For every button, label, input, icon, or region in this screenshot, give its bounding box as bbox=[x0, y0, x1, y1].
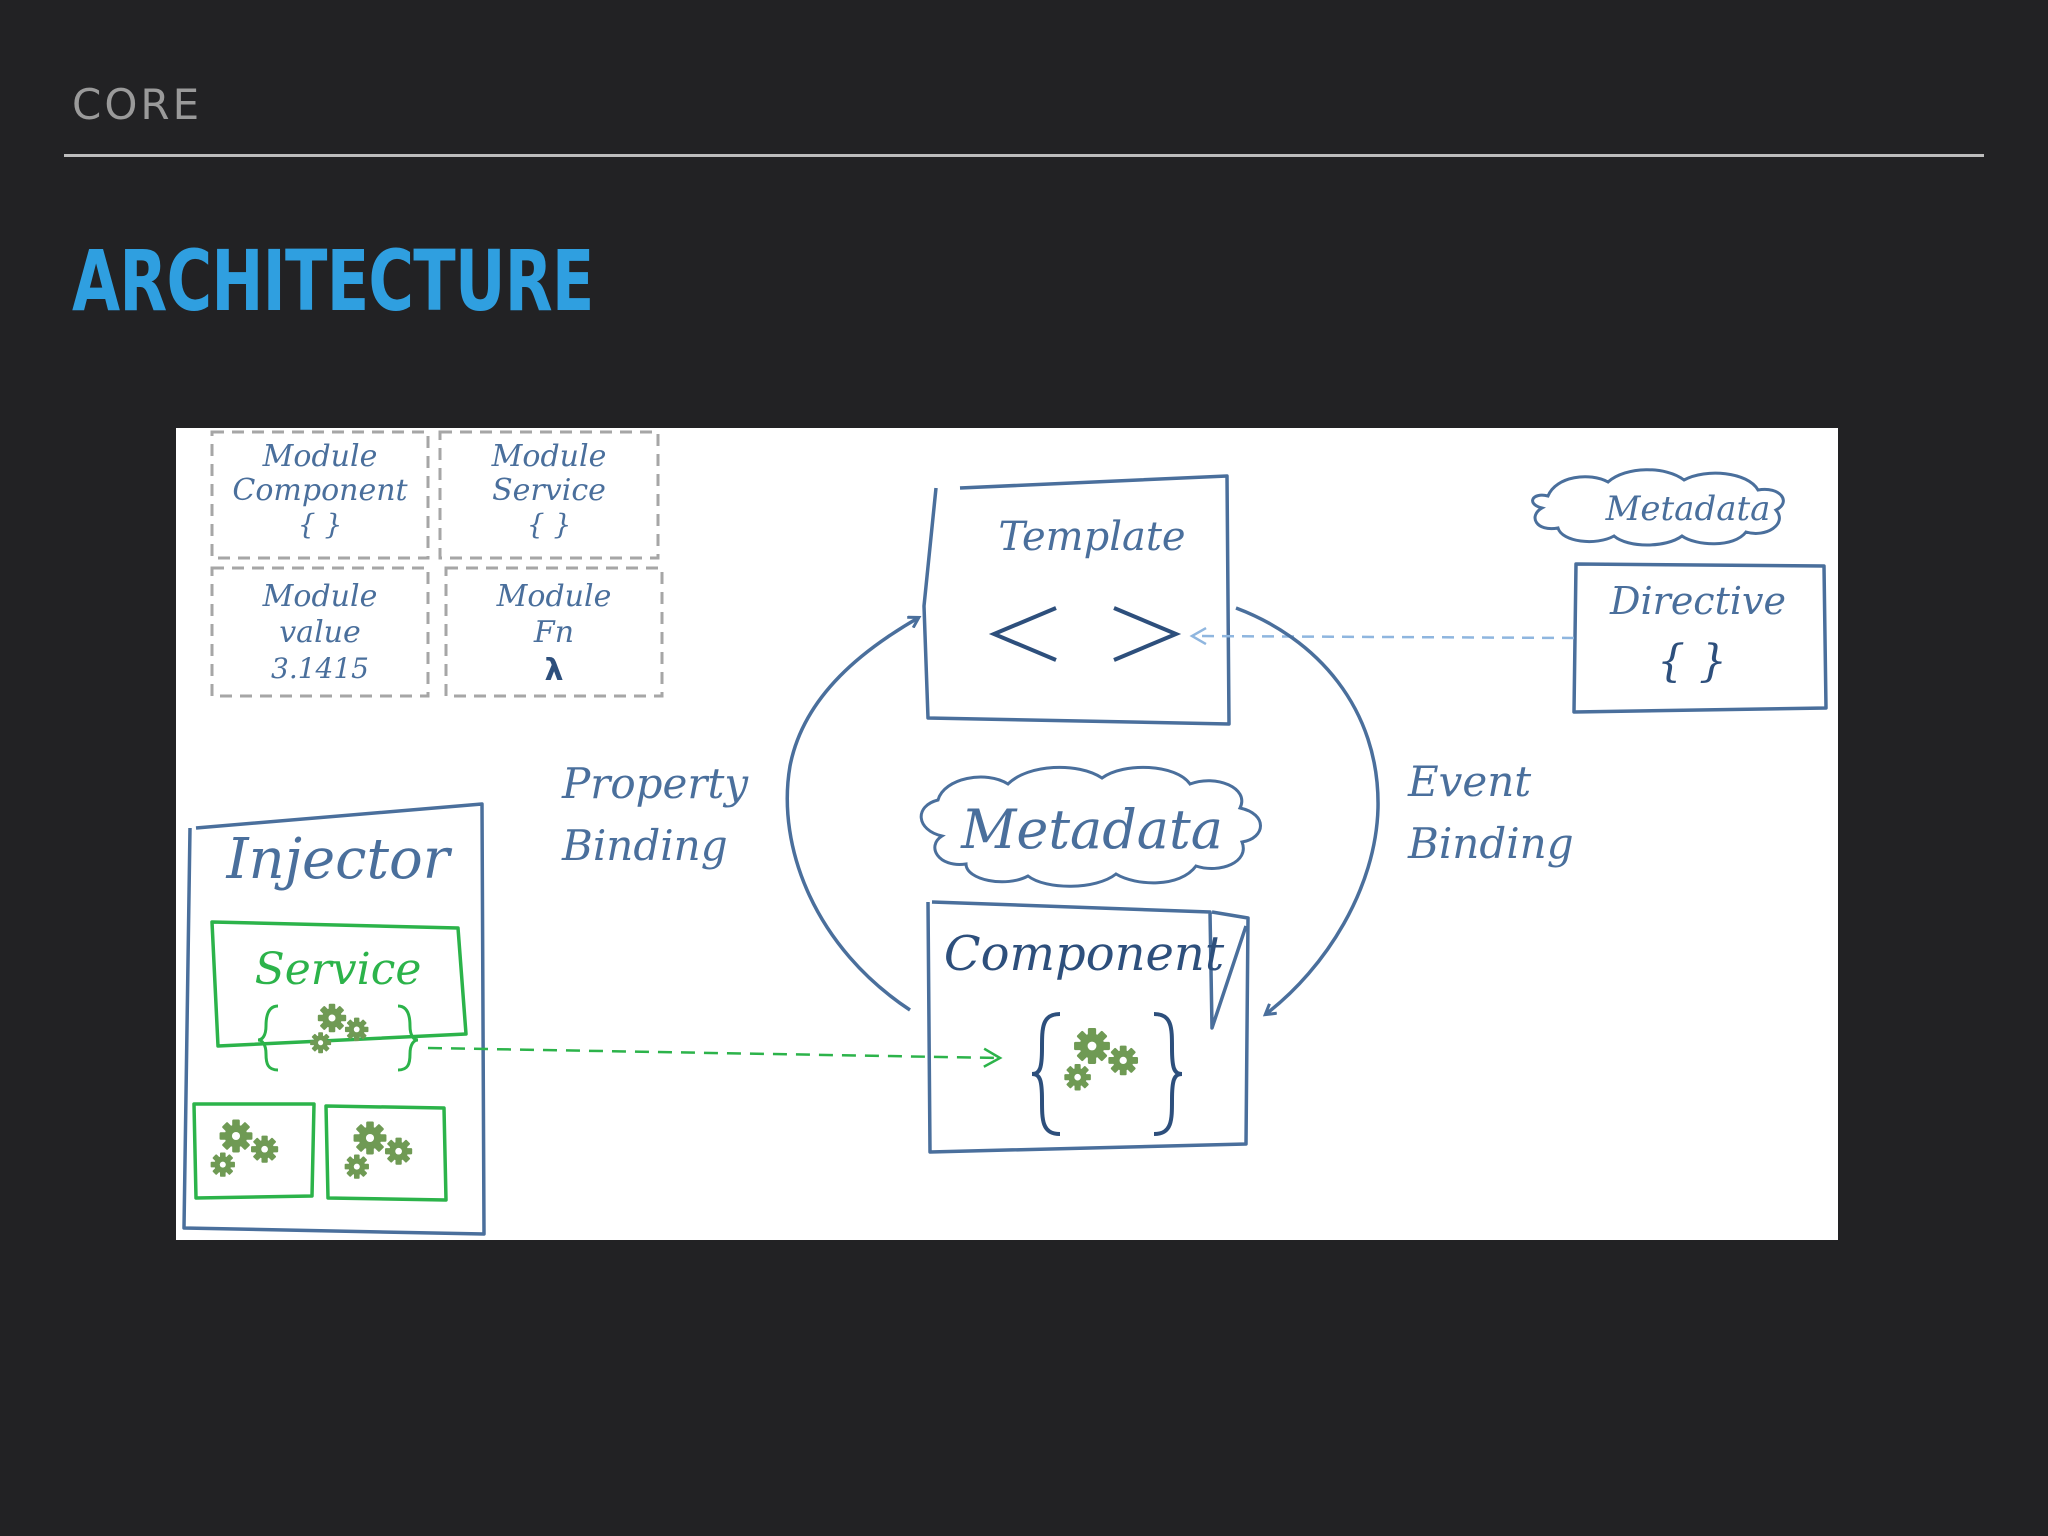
property-binding-arrow bbox=[785, 618, 918, 1012]
component-label: Component bbox=[944, 926, 1225, 982]
gear-cluster-icon bbox=[345, 1122, 413, 1179]
injector-instance-box bbox=[324, 1104, 448, 1202]
metadata-cloud-center: Metadata bbox=[919, 765, 1262, 888]
module-component-box: Module Component { } bbox=[210, 430, 430, 560]
svg-text:Binding: Binding bbox=[561, 821, 728, 870]
property-binding-label: Property Binding bbox=[561, 759, 749, 870]
module-service-title: Module bbox=[491, 439, 607, 474]
module-fn-kind: Fn bbox=[533, 615, 574, 650]
diagram-canvas: Module Component { } Module Service { } … bbox=[182, 430, 1828, 1236]
service-box: Service bbox=[210, 920, 468, 1072]
directive-box: Directive { } bbox=[1572, 562, 1828, 714]
directive-to-template-arrow bbox=[1189, 626, 1575, 646]
component-box: Component bbox=[926, 900, 1250, 1154]
gear-cluster-icon bbox=[310, 1004, 368, 1053]
slide-title: ARCHITECTURE bbox=[72, 232, 594, 330]
metadata-top-label: Metadata bbox=[1605, 489, 1771, 529]
curly-braces-icon: { } bbox=[1657, 636, 1727, 687]
module-value-number: 3.1415 bbox=[271, 652, 369, 685]
gear-cluster-icon bbox=[211, 1120, 279, 1177]
injector-label: Injector bbox=[225, 827, 452, 892]
module-component-title: Module bbox=[262, 439, 378, 474]
angle-brackets-icon bbox=[988, 606, 1182, 662]
module-fn-box: Module Fn λ bbox=[444, 566, 664, 698]
directive-label: Directive bbox=[1609, 579, 1786, 623]
module-fn-title: Module bbox=[496, 579, 612, 614]
service-injection-arrow bbox=[427, 1046, 1003, 1068]
module-value-title: Module bbox=[262, 579, 378, 614]
module-value-box: Module value 3.1415 bbox=[210, 566, 430, 698]
metadata-cloud-top: Metadata bbox=[1531, 468, 1785, 547]
header-divider bbox=[64, 154, 1984, 157]
curly-braces-icon bbox=[1031, 1012, 1183, 1136]
svg-text:Binding: Binding bbox=[1407, 819, 1574, 868]
curly-braces-icon: { } bbox=[298, 508, 343, 541]
injector-instance-box bbox=[192, 1102, 316, 1200]
svg-text:Event: Event bbox=[1407, 757, 1531, 806]
section-label: CORE bbox=[72, 80, 203, 129]
architecture-diagram: Module Component { } Module Service { } … bbox=[176, 428, 1838, 1240]
template-box: Template bbox=[922, 474, 1231, 726]
gear-cluster-icon bbox=[1064, 1028, 1138, 1090]
service-label: Service bbox=[255, 944, 422, 995]
event-binding-arrow bbox=[1235, 606, 1380, 1014]
svg-text:Property: Property bbox=[561, 759, 749, 808]
event-binding-label: Event Binding bbox=[1407, 757, 1574, 868]
module-service-kind: Service bbox=[492, 473, 606, 508]
injector-box: Injector Service bbox=[182, 802, 486, 1236]
template-label: Template bbox=[998, 514, 1185, 560]
module-component-kind: Component bbox=[232, 473, 408, 508]
curly-braces-icon: { } bbox=[527, 508, 572, 541]
module-value-kind: value bbox=[279, 615, 361, 650]
module-service-box: Module Service { } bbox=[438, 430, 660, 560]
metadata-center-label: Metadata bbox=[960, 798, 1223, 861]
lambda-icon: λ bbox=[545, 653, 564, 688]
